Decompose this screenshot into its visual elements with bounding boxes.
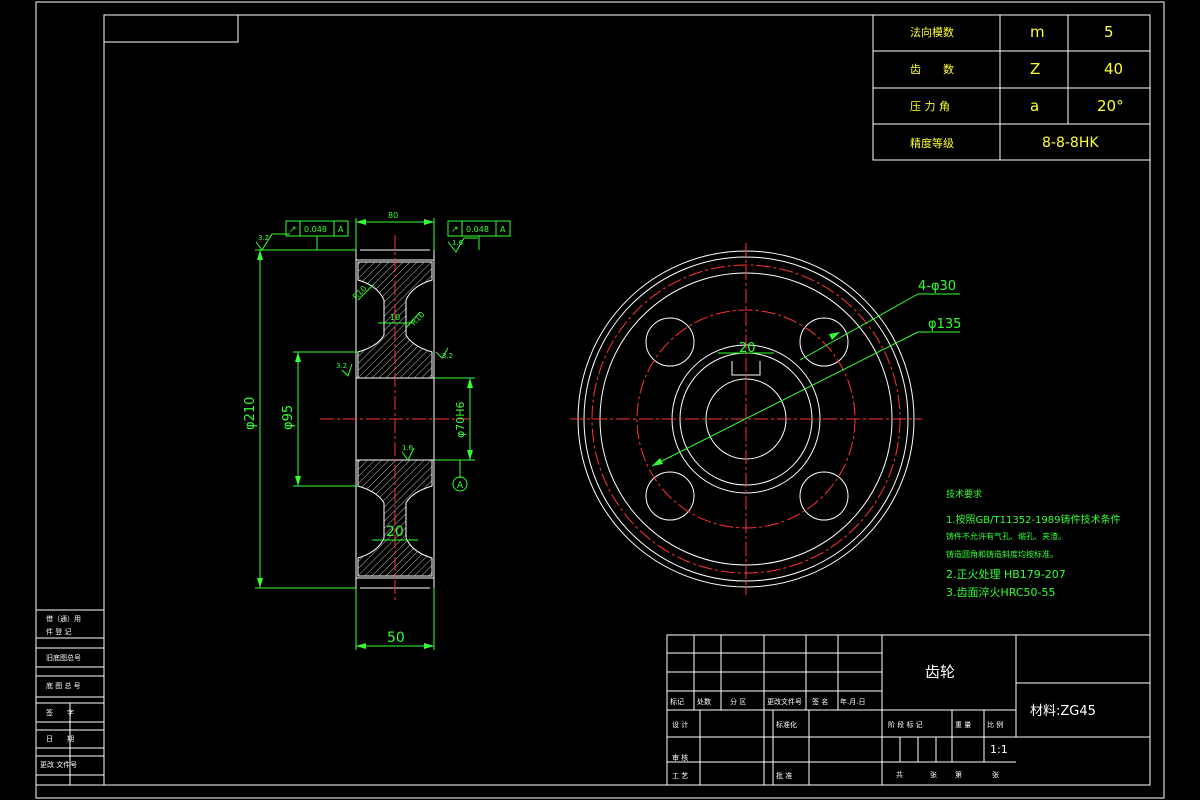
param-value-module: 5 (1104, 23, 1114, 41)
side-item-change-doc: 更改 文件号 (40, 760, 77, 769)
notes-line-1: 1.按照GB/T11352-1989铸件技术条件 (946, 513, 1121, 526)
roughness-value-5: 1.6 (402, 444, 414, 452)
notes-line-2: 铸件不允许有气孔、缩孔、夹渣。 (946, 531, 1066, 541)
side-item-borrow: 借（通）用 (46, 614, 81, 623)
dim-web-bottom: 20 (386, 524, 404, 540)
dim-width-bottom: 50 (387, 630, 405, 646)
dim-hub-diameter: φ95 (281, 405, 296, 430)
stage-header-weight: 重 量 (955, 721, 971, 729)
sheet-number-label: 第 (955, 770, 962, 779)
side-item-signature: 签 字 (46, 708, 74, 717)
sign-design: 设 计 (672, 720, 688, 729)
stage-header-scale: 比 例 (987, 720, 1003, 729)
notes-line-4: 2.正火处理 HB179-207 (946, 568, 1066, 581)
gear-front-view: 4-φ30 φ135 20 (570, 243, 961, 595)
title-block: 标记 处数 分 区 更改文件号 签 名 年.月.日 设 计 审 核 工 艺 标准… (666, 634, 1151, 786)
holes-label: 4-φ30 (918, 279, 956, 294)
gear-section-view: 80 φ210 φ95 φ70H6 10 20 50 R10 R10 ↗ 0.0… (243, 211, 511, 650)
technical-notes: 技术要求 1.按照GB/T11352-1989铸件技术条件 铸件不允许有气孔、缩… (946, 488, 1121, 599)
notes-title: 技术要求 (946, 488, 982, 500)
notes-line-5: 3.齿面淬火HRC50-55 (946, 585, 1056, 599)
roughness-value-1: 3.2 (258, 234, 269, 242)
param-symbol-teeth: Z (1030, 60, 1040, 78)
sheet-number-unit: 张 (992, 770, 999, 779)
notes-line-3: 铸造圆角和铸造斜度均按标准。 (946, 549, 1058, 559)
scale-value: 1:1 (990, 743, 1008, 756)
roughness-value-2: 1.6 (452, 239, 464, 247)
rev-header-count: 处数 (697, 697, 711, 706)
param-symbol-pressure-angle: a (1030, 97, 1039, 115)
material-label: 材料:ZG45 (1030, 704, 1096, 719)
sheet-frame (35, 1, 1165, 799)
tolerance-value-right: 0.048 (466, 225, 489, 234)
tolerance-datum-left: A (338, 225, 344, 234)
param-label-accuracy: 精度等级 (910, 136, 954, 150)
parameter-table: 法向模数 m 5 齿 数 Z 40 压 力 角 a 20° 精度等级 8-8-8… (872, 14, 1151, 161)
datum-label: A (457, 481, 464, 491)
std-label: 标准化 (776, 720, 797, 729)
param-value-accuracy: 8-8-8HK (1042, 135, 1099, 151)
rev-header-zone: 分 区 (730, 697, 746, 706)
side-item-old-drawing: 旧底图总号 (46, 653, 81, 662)
rev-header-date: 年.月.日 (840, 697, 865, 706)
rev-header-sign: 签 名 (812, 697, 828, 706)
sheet-total-unit: 张 (930, 770, 937, 779)
keyway-width-label: 20 (739, 341, 756, 356)
param-symbol-module: m (1030, 23, 1045, 41)
dim-fillet-a: R10 (351, 284, 369, 302)
param-label-module: 法向模数 (910, 25, 954, 39)
dim-outer-diameter: φ210 (243, 397, 258, 430)
side-registration-block: 借（通）用 件 登 记 旧底图总号 底 图 总 号 签 字 日 期 更改 文件号 (35, 609, 105, 786)
param-value-teeth: 40 (1104, 60, 1123, 78)
approve-label: 批 准 (776, 771, 792, 780)
param-label-pressure-angle: 压 力 角 (910, 100, 950, 113)
roughness-value-4: 3.2 (442, 352, 453, 360)
dim-fillet-b: R10 (409, 310, 427, 328)
side-item-date: 日 期 (46, 735, 74, 743)
dim-bore-diameter: φ70H6 (454, 401, 467, 438)
side-item-register: 件 登 记 (46, 627, 71, 636)
sheet-total-label: 共 (896, 770, 903, 779)
dim-width-top: 80 (388, 211, 398, 220)
tolerance-symbol-left: ↗ (289, 225, 297, 235)
sign-process: 工 艺 (672, 772, 688, 780)
tolerance-symbol-right: ↗ (451, 225, 459, 235)
roughness-value-3: 3.2 (336, 362, 347, 370)
pcd-label: φ135 (928, 317, 961, 332)
tolerance-value-left: 0.048 (304, 225, 327, 234)
dim-web-top: 10 (390, 313, 400, 322)
param-label-teeth: 齿 数 (910, 63, 954, 76)
stage-header-mark: 阶 段 标 记 (888, 720, 923, 729)
tolerance-datum-right: A (500, 225, 506, 234)
rev-header-doc: 更改文件号 (767, 697, 802, 706)
sign-review: 审 核 (672, 753, 688, 762)
side-item-drawing-no: 底 图 总 号 (46, 681, 81, 690)
param-value-pressure-angle: 20° (1097, 97, 1124, 115)
rev-header-mark: 标记 (670, 697, 684, 706)
part-name: 齿轮 (925, 663, 955, 681)
